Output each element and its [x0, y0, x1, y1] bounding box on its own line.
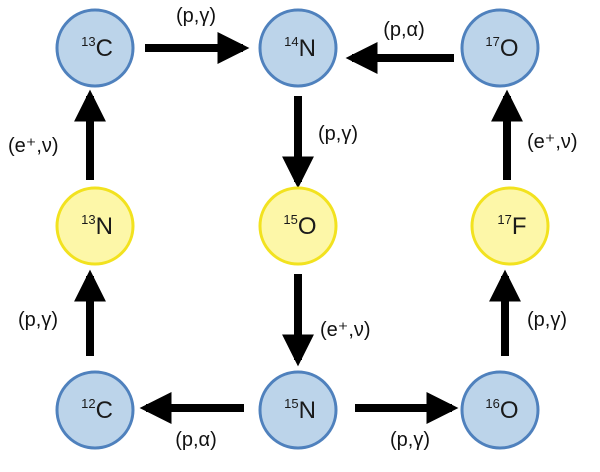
- isotope-mass-c13: 13: [81, 34, 95, 49]
- isotope-circle-n15: [258, 370, 338, 450]
- isotope-node-n15: 15N: [258, 370, 338, 450]
- isotope-label-n13: 13N: [81, 212, 113, 240]
- isotope-mass-n14: 14: [284, 34, 298, 49]
- isotope-label-o15: 15O: [283, 212, 316, 240]
- isotope-circle-n14: [258, 8, 338, 88]
- reaction-label-o17-n14: (p,α): [383, 19, 425, 41]
- isotope-label-f17: 17F: [497, 212, 526, 240]
- reaction-label-o16-f17: (p,γ): [527, 309, 567, 331]
- isotope-circle-n13: [55, 186, 135, 266]
- isotope-label-o16: 16O: [485, 396, 518, 424]
- isotope-circle-c13: [55, 8, 135, 88]
- reaction-label-n15-o16: (p,γ): [390, 429, 430, 451]
- isotope-mass-n15: 15: [284, 396, 298, 411]
- isotope-mass-o16: 16: [485, 396, 499, 411]
- isotope-mass-f17: 17: [497, 212, 511, 227]
- isotope-label-n14: 14N: [284, 34, 316, 62]
- isotope-node-n13: 13N: [55, 186, 135, 266]
- isotope-mass-c12: 12: [81, 396, 95, 411]
- isotope-element-c13: C: [96, 35, 113, 62]
- reaction-label-n13-c13: (e⁺,ν): [8, 135, 59, 157]
- isotope-element-o15: O: [298, 213, 317, 240]
- isotope-node-o16: 16O: [460, 370, 540, 450]
- isotope-circle-o17: [460, 8, 540, 88]
- isotope-element-n14: N: [299, 35, 316, 62]
- isotope-node-n14: 14N: [258, 8, 338, 88]
- reaction-label-n15-c12: (p,α): [175, 429, 217, 451]
- isotope-element-n15: N: [299, 397, 316, 424]
- isotope-element-n13: N: [96, 213, 113, 240]
- reaction-label-f17-o17: (e⁺,ν): [527, 131, 578, 153]
- isotope-mass-o17: 17: [485, 34, 499, 49]
- isotope-circle-o16: [460, 370, 540, 450]
- isotope-node-o17: 17O: [460, 8, 540, 88]
- isotope-element-o16: O: [500, 397, 519, 424]
- isotope-label-o17: 17O: [485, 34, 518, 62]
- isotope-node-c12: 12C: [55, 370, 135, 450]
- reaction-label-c12-n13: (p,γ): [18, 309, 58, 331]
- reaction-label-c13-n14: (p,γ): [176, 5, 216, 27]
- isotope-label-n15: 15N: [284, 396, 316, 424]
- isotope-element-o17: O: [500, 35, 519, 62]
- isotope-node-c13: 13C: [55, 8, 135, 88]
- isotope-element-f17: F: [512, 213, 527, 240]
- reaction-label-o15-n15: (e⁺,ν): [320, 319, 371, 341]
- isotope-label-c12: 12C: [81, 396, 113, 424]
- isotope-circle-o15: [258, 186, 338, 266]
- reaction-label-n14-o15: (p,γ): [318, 123, 358, 145]
- isotope-mass-n13: 13: [81, 212, 95, 227]
- isotope-element-c12: C: [96, 397, 113, 424]
- isotope-circle-c12: [55, 370, 135, 450]
- isotope-node-f17: 17F: [470, 186, 550, 266]
- isotope-node-o15: 15O: [258, 186, 338, 266]
- isotope-mass-o15: 15: [283, 212, 297, 227]
- isotope-label-c13: 13C: [81, 34, 113, 62]
- isotope-circle-f17: [470, 186, 550, 266]
